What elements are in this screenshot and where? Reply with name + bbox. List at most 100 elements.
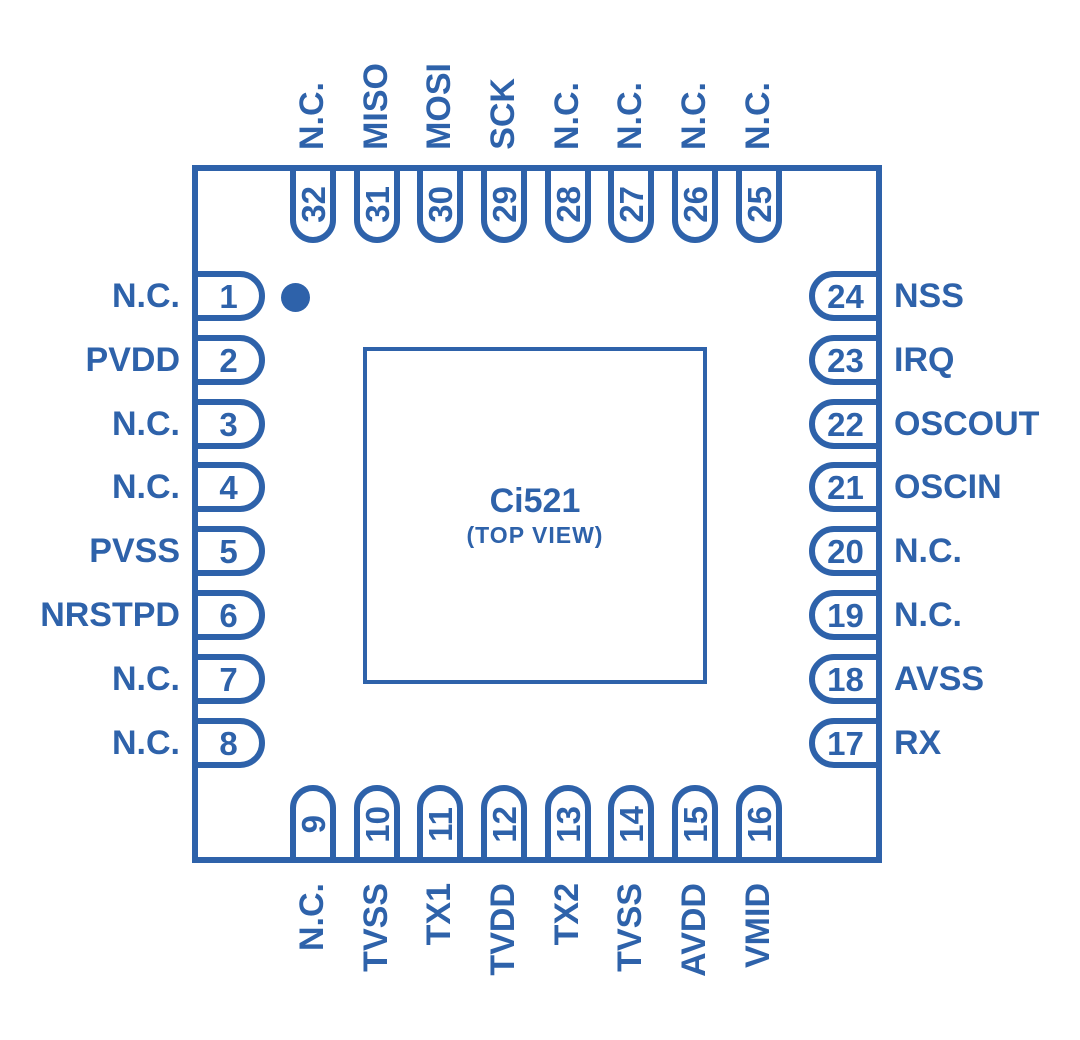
pin-number: 20 bbox=[827, 532, 864, 570]
pin-15-label: AVDD bbox=[675, 883, 713, 977]
pin-14: 14 bbox=[608, 785, 654, 863]
pin-5-label: PVSS bbox=[89, 532, 180, 570]
pin-12-label: TVDD bbox=[484, 883, 522, 976]
pin-number: 21 bbox=[827, 468, 864, 506]
pin-24-label: NSS bbox=[894, 277, 964, 315]
pin-number: 12 bbox=[485, 805, 523, 843]
pin-number: 27 bbox=[612, 185, 650, 223]
pin-31-label: MISO bbox=[357, 63, 395, 150]
pin-18: 18 bbox=[809, 654, 882, 704]
pin-2-label: PVDD bbox=[85, 341, 180, 379]
pin-24: 24 bbox=[809, 271, 882, 321]
pin-number: 11 bbox=[421, 806, 459, 842]
pin-number: 17 bbox=[827, 724, 864, 762]
pin-16-label: VMID bbox=[739, 883, 777, 968]
pin-20-label: N.C. bbox=[894, 532, 962, 570]
pin-30: 30 bbox=[417, 165, 463, 243]
pin-1-label: N.C. bbox=[112, 277, 180, 315]
pin-32-label: N.C. bbox=[293, 82, 331, 150]
pin-9: 9 bbox=[290, 785, 336, 863]
pin-7: 7 bbox=[192, 654, 265, 704]
pin-13: 13 bbox=[545, 785, 591, 863]
pin-1: 1 bbox=[192, 271, 265, 321]
pin-3: 3 bbox=[192, 399, 265, 449]
pin-29-label: SCK bbox=[484, 78, 522, 150]
pin-32: 32 bbox=[290, 165, 336, 243]
pin-number: 1 bbox=[219, 277, 238, 315]
pin-5: 5 bbox=[192, 526, 265, 576]
pin-12: 12 bbox=[481, 785, 527, 863]
pin-number: 23 bbox=[827, 341, 864, 379]
pin-number: 6 bbox=[219, 596, 238, 634]
pin-26: 26 bbox=[672, 165, 718, 243]
pin-number: 19 bbox=[827, 596, 864, 634]
pin-number: 16 bbox=[740, 805, 778, 843]
pin-number: 18 bbox=[827, 660, 864, 698]
pin-22-label: OSCOUT bbox=[894, 405, 1040, 443]
pin-25-label: N.C. bbox=[739, 82, 777, 150]
pin-number: 9 bbox=[294, 814, 332, 834]
pin-27: 27 bbox=[608, 165, 654, 243]
pin-8-label: N.C. bbox=[112, 724, 180, 762]
pin-number: 13 bbox=[549, 805, 587, 843]
pin-10-label: TVSS bbox=[357, 883, 395, 972]
pin-23-label: IRQ bbox=[894, 341, 955, 379]
pin-21-label: OSCIN bbox=[894, 468, 1002, 506]
pin-15: 15 bbox=[672, 785, 718, 863]
pin-26-label: N.C. bbox=[675, 82, 713, 150]
pin-16: 16 bbox=[736, 785, 782, 863]
pin-19: 19 bbox=[809, 590, 882, 640]
pin-6: 6 bbox=[192, 590, 265, 640]
pin-17-label: RX bbox=[894, 724, 942, 762]
pin-6-label: NRSTPD bbox=[40, 596, 180, 634]
pin-number: 14 bbox=[612, 805, 650, 843]
pin-number: 3 bbox=[219, 405, 238, 443]
pin-19-label: N.C. bbox=[894, 596, 962, 634]
pin-28: 28 bbox=[545, 165, 591, 243]
pin-number: 22 bbox=[827, 405, 864, 443]
pin-number: 28 bbox=[549, 185, 587, 223]
chip-name: Ci521 bbox=[489, 482, 581, 520]
pin-number: 8 bbox=[219, 724, 238, 762]
pin-number: 10 bbox=[358, 805, 396, 843]
pin-21: 21 bbox=[809, 462, 882, 512]
pin-4: 4 bbox=[192, 462, 265, 512]
pin-1-indicator-icon bbox=[281, 283, 310, 312]
pin-2: 2 bbox=[192, 335, 265, 385]
pin-27-label: N.C. bbox=[611, 82, 649, 150]
pin-29: 29 bbox=[481, 165, 527, 243]
pin-28-label: N.C. bbox=[548, 82, 586, 150]
pin-11-label: TX1 bbox=[420, 883, 458, 946]
pin-number: 15 bbox=[676, 805, 714, 843]
pin-number: 7 bbox=[219, 660, 238, 698]
pin-17: 17 bbox=[809, 718, 882, 768]
pin-14-label: TVSS bbox=[611, 883, 649, 972]
chip-package-outline bbox=[192, 165, 882, 863]
pin-number: 26 bbox=[676, 185, 714, 223]
pin-number: 31 bbox=[358, 185, 396, 223]
die-outline bbox=[363, 347, 707, 684]
pin-25: 25 bbox=[736, 165, 782, 243]
pin-10: 10 bbox=[354, 785, 400, 863]
pin-3-label: N.C. bbox=[112, 405, 180, 443]
pin-7-label: N.C. bbox=[112, 660, 180, 698]
pin-number: 24 bbox=[827, 277, 864, 315]
pin-number: 29 bbox=[485, 185, 523, 223]
pin-number: 32 bbox=[294, 185, 332, 223]
pin-22: 22 bbox=[809, 399, 882, 449]
pin-11: 11 bbox=[417, 785, 463, 863]
pin-23: 23 bbox=[809, 335, 882, 385]
chip-title-block: Ci521 (TOP VIEW) bbox=[363, 482, 707, 550]
pin-number: 30 bbox=[421, 185, 459, 223]
pin-number: 25 bbox=[740, 185, 778, 223]
pin-9-label: N.C. bbox=[293, 883, 331, 951]
pin-31: 31 bbox=[354, 165, 400, 243]
pin-number: 4 bbox=[219, 468, 238, 506]
pin-30-label: MOSI bbox=[420, 63, 458, 150]
view-label: (TOP VIEW) bbox=[466, 522, 604, 548]
pin-4-label: N.C. bbox=[112, 468, 180, 506]
pin-number: 2 bbox=[219, 341, 238, 379]
pin-20: 20 bbox=[809, 526, 882, 576]
pin-number: 5 bbox=[219, 532, 238, 570]
